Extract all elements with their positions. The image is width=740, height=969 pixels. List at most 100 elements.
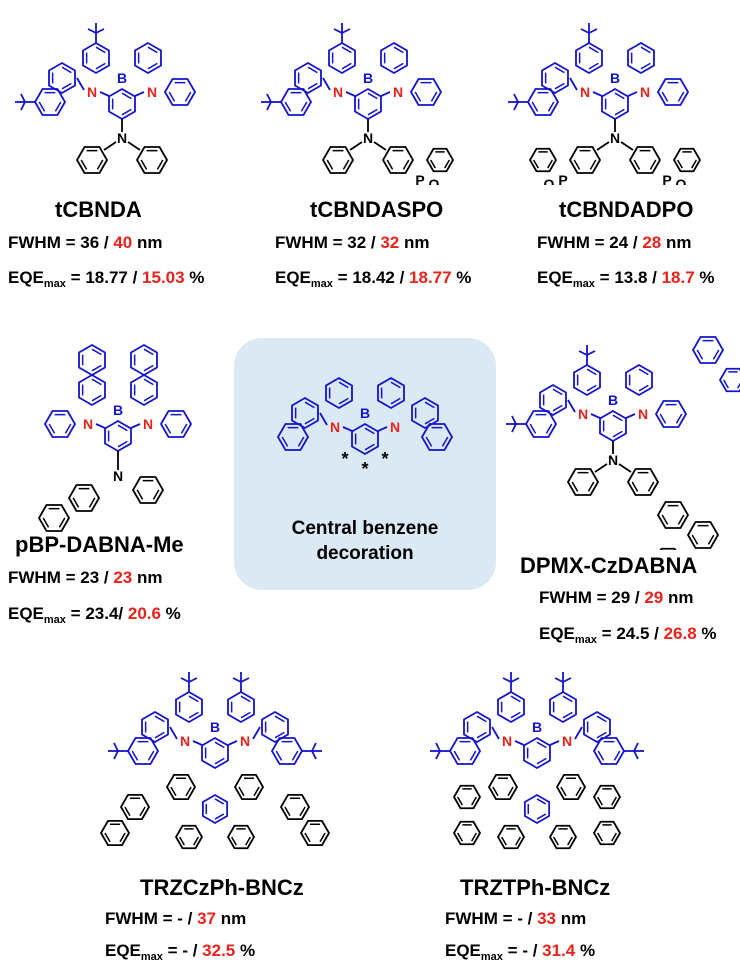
bond <box>76 77 85 91</box>
panel-caption-line2: decoration <box>316 543 414 564</box>
double-bond <box>677 91 685 102</box>
double-bond <box>676 159 683 169</box>
amine-nitrogen: N <box>363 130 373 146</box>
double-bond <box>424 401 435 409</box>
carbazole-ring <box>99 819 131 847</box>
carbazole-ring <box>411 396 439 430</box>
double-bond <box>691 159 698 169</box>
tbutyl-branch <box>435 750 441 760</box>
tbutyl-branch <box>633 750 639 760</box>
left-upper-ring <box>328 41 356 75</box>
central-ring <box>523 736 551 770</box>
double-bond <box>91 348 102 356</box>
double-bond <box>178 836 185 846</box>
double-bond <box>532 159 539 169</box>
phenyl-ring <box>75 146 109 174</box>
bond <box>127 141 141 151</box>
nitrogen-atom: N <box>143 416 153 432</box>
tbutyl-branch <box>266 101 272 111</box>
n-aryl-ring <box>159 410 193 438</box>
nitrogen-atom: N <box>333 84 343 100</box>
double-bond <box>614 108 625 116</box>
bond <box>590 413 601 419</box>
double-bond <box>614 92 625 100</box>
tbutyl-branch <box>502 677 512 683</box>
double-bond <box>338 397 349 405</box>
double-bond <box>214 741 225 749</box>
phenyl-ring <box>568 146 602 174</box>
compound-name: TRZCzPh-BNCz <box>140 875 304 900</box>
tbutyl-branch <box>341 28 351 34</box>
central-ring <box>351 422 379 456</box>
carbazole-ring <box>291 396 319 430</box>
double-bond <box>170 786 177 797</box>
phenyl-ring <box>628 146 662 174</box>
double-bond <box>367 92 378 100</box>
right-upper-ring <box>625 363 653 397</box>
double-bond <box>425 436 433 447</box>
double-bond <box>586 384 597 392</box>
phosphorus-atom: P <box>415 172 424 185</box>
double-bond <box>633 159 641 170</box>
double-bond <box>42 517 50 528</box>
double-bond <box>596 796 603 806</box>
double-bond <box>390 381 401 389</box>
bond <box>625 413 636 419</box>
tbutyl-branch <box>311 742 317 752</box>
double-bond <box>696 349 704 360</box>
amine-nitrogen: N <box>610 130 620 146</box>
fwhm-line: FWHM = 29 / 29 nm <box>539 588 694 607</box>
double-bond <box>597 750 605 761</box>
bond <box>373 141 387 151</box>
double-bond <box>611 832 618 842</box>
double-bond <box>140 159 148 170</box>
double-bond <box>596 832 603 842</box>
double-bond <box>613 750 621 761</box>
bond <box>574 726 583 740</box>
phenyl-ring <box>321 146 355 174</box>
double-bond <box>367 108 378 116</box>
bond <box>342 426 353 432</box>
tbutyl-branch <box>562 677 572 683</box>
double-bond <box>707 534 715 545</box>
right-upper-ring <box>134 41 162 75</box>
fwhm-line: FWHM = 36 / 40 nm <box>8 233 163 252</box>
phenyl-ring <box>226 824 256 850</box>
carbazole-ring <box>539 383 567 417</box>
tbutyl-branch <box>580 28 590 34</box>
double-bond <box>562 711 573 719</box>
double-bond <box>500 836 507 846</box>
phenyl-ring <box>174 824 204 850</box>
tbutyl-branch <box>180 677 190 683</box>
double-bond <box>596 715 607 723</box>
double-bond <box>722 379 729 389</box>
phenyl-ring <box>67 484 101 512</box>
fluorene-ring <box>686 521 720 549</box>
tbutyl-branch <box>511 415 517 425</box>
triazine-ring <box>523 793 551 825</box>
double-bond <box>393 46 404 54</box>
double-bond <box>456 832 463 842</box>
double-bond <box>441 436 449 447</box>
double-bond <box>596 731 607 739</box>
phenyl-ring <box>135 146 169 174</box>
phenyl-ring <box>592 784 622 810</box>
double-bond <box>510 711 521 719</box>
nitrogen-atom: N <box>330 419 340 435</box>
double-bond <box>444 159 451 169</box>
fwhm-line: FWHM = 32 / 32 nm <box>275 233 430 252</box>
double-bond <box>677 514 685 525</box>
double-bond <box>188 711 199 719</box>
tbutyl-branch <box>20 101 26 111</box>
double-bond <box>429 159 436 169</box>
carbazole-ring <box>583 710 611 744</box>
double-bond <box>547 101 555 112</box>
double-bond <box>562 695 573 703</box>
double-bond <box>54 101 62 112</box>
oxygen-atom: O <box>544 176 555 185</box>
double-bond <box>139 806 146 817</box>
